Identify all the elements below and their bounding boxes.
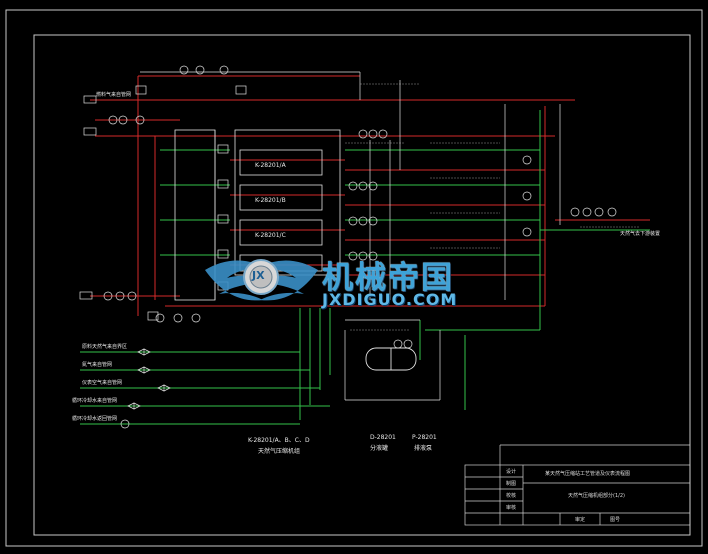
title-main-2: 天然气压缩机组部分(1/2) xyxy=(568,493,625,499)
caption-compressor-name: 天然气压缩机组 xyxy=(258,448,301,455)
title-sheet: 图号 xyxy=(610,517,621,523)
title-row-2: 制图 xyxy=(506,481,517,487)
caption-pump-name: 排液泵 xyxy=(414,445,433,452)
equipment-boxes xyxy=(174,129,341,301)
title-row-3: 校核 xyxy=(506,493,517,499)
caption-pump-tag: P-28201 xyxy=(412,434,437,441)
title-main-1: 某天然气压缩站工艺管道及仪表流程图 xyxy=(545,471,631,477)
title-row-4: 审核 xyxy=(506,505,517,511)
watermark-en: JXDIGUO.COM xyxy=(322,290,458,309)
caption-vessel-tag: D-28201 xyxy=(370,434,396,441)
watermark-cn: 机械帝国 xyxy=(322,260,454,296)
watermark-logo xyxy=(205,259,318,301)
title-block xyxy=(464,444,691,526)
watermark-badge: JX xyxy=(252,269,265,282)
instrument-bubbles xyxy=(103,65,617,429)
caption-vessel-name: 分液罐 xyxy=(370,445,389,452)
top-inlet-label: 燃料气来自管网 xyxy=(96,92,132,98)
left-input-2: 氮气来自管网 xyxy=(82,362,113,368)
unit-label-a: K-28201/A xyxy=(255,162,286,169)
line-tags xyxy=(345,83,640,331)
left-input-1: 原料天然气来自界区 xyxy=(82,344,128,350)
left-input-3: 仪表空气来自管网 xyxy=(82,380,123,386)
valves xyxy=(79,85,247,410)
left-input-4: 循环冷却水来自管网 xyxy=(72,398,118,404)
left-input-5: 循环冷却水返回管网 xyxy=(72,416,118,422)
separator-vessel xyxy=(365,347,417,371)
caption-compressor-tag: K-28201/A、B、C、D xyxy=(248,437,310,444)
title-row-5: 审定 xyxy=(575,517,586,523)
unit-label-b: K-28201/B xyxy=(255,197,286,204)
right-output-label: 天然气去下游装置 xyxy=(620,231,661,237)
unit-label-c: K-28201/C xyxy=(255,232,286,239)
title-row-1: 设计 xyxy=(506,469,517,475)
